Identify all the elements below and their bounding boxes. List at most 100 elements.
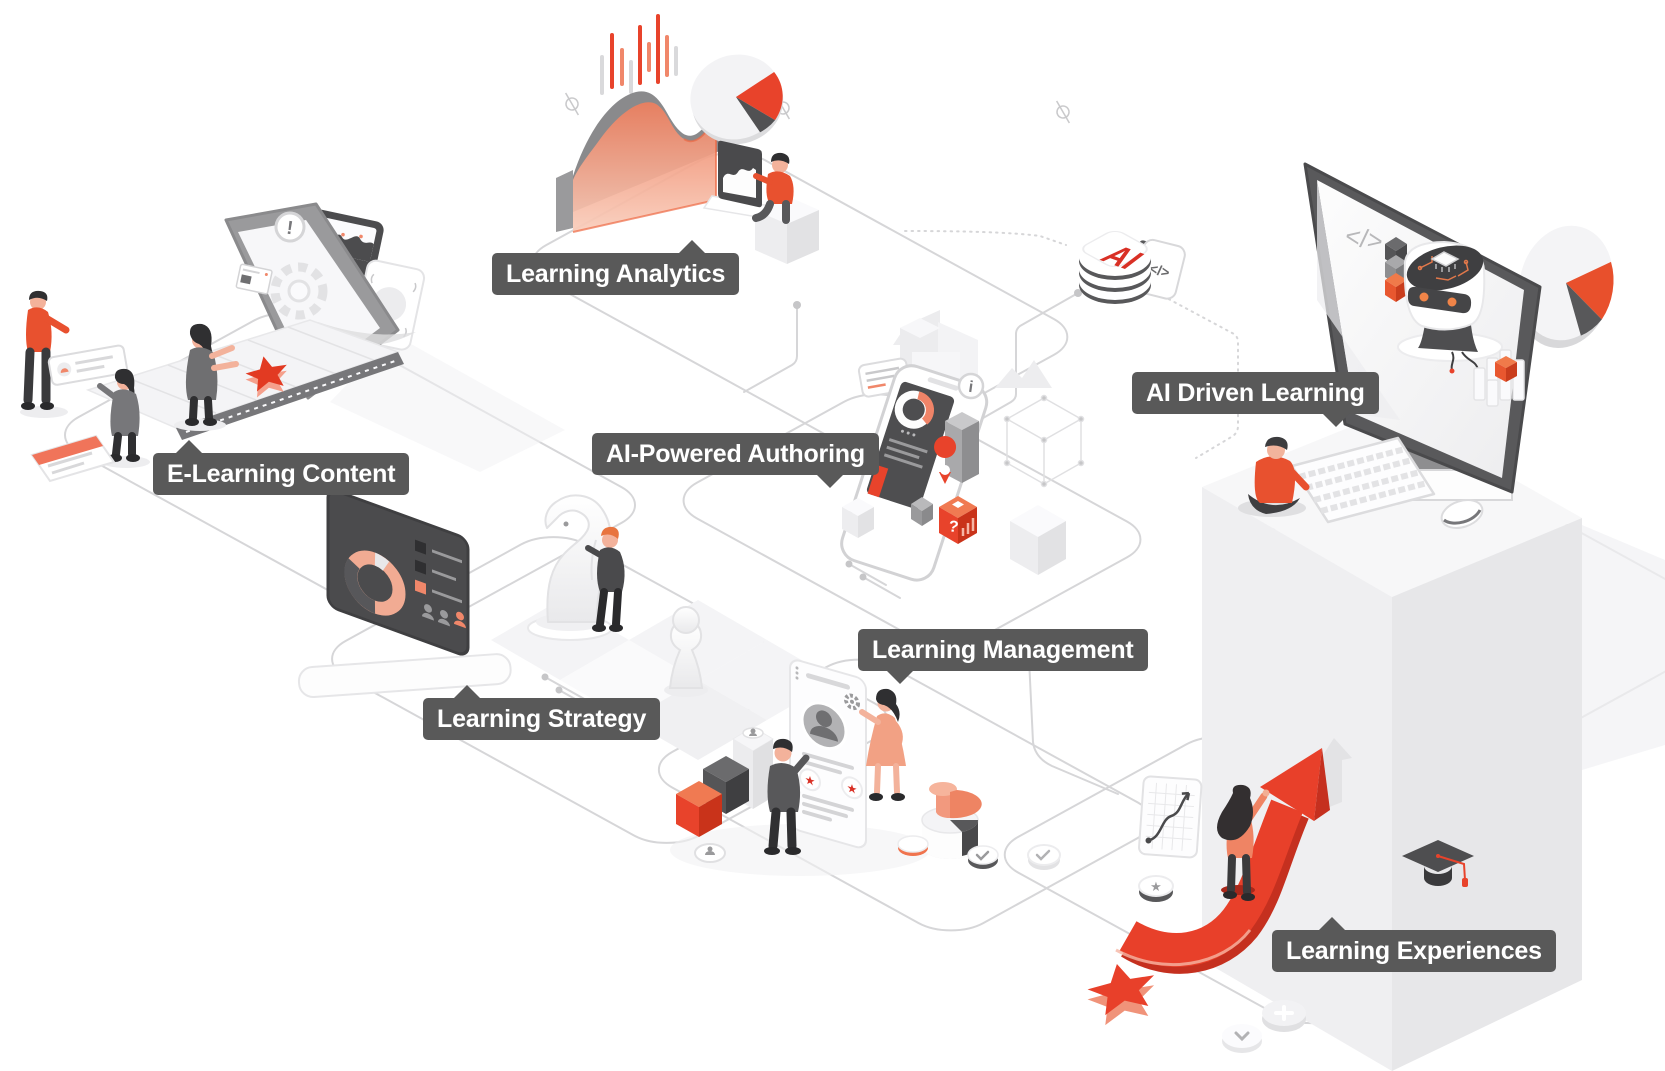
scene-learning-strategy — [297, 489, 836, 760]
robot-head-top — [1406, 245, 1484, 291]
rating-star-badge: ★ — [799, 768, 821, 792]
screen-chart — [723, 168, 756, 198]
person-sitting-at-desk — [1238, 436, 1310, 517]
circuit-dot — [541, 673, 549, 681]
scene-ai-powered-authoring: ? i — [840, 310, 1066, 582]
pie-chart — [690, 54, 784, 145]
chess-pawn — [664, 606, 708, 697]
plus-coin — [1262, 1000, 1306, 1032]
question-cube: ? — [939, 496, 977, 544]
star-coin: ★ — [1138, 875, 1174, 902]
label-learning-strategy: Learning Strategy — [423, 685, 661, 740]
user-icons — [422, 604, 450, 627]
bar-chart-3d — [1473, 349, 1525, 407]
small-gray-cube — [911, 497, 933, 526]
robot-eye — [1447, 297, 1457, 307]
rating-star-badge: ★ — [841, 776, 863, 800]
tablet-conveyor — [85, 202, 416, 440]
circuit-line — [544, 676, 589, 702]
gear-hole — [287, 279, 311, 303]
robot-eye — [1419, 292, 1429, 302]
dotted-connector-to-ai-chip — [904, 230, 1067, 246]
label-text: AI Driven Learning — [1146, 379, 1365, 407]
label-text: Learning Management — [872, 636, 1134, 664]
person-on-arrow-female — [1217, 784, 1270, 901]
check-coin — [967, 845, 999, 869]
label-elearning-content: E-Learning Content — [153, 440, 410, 495]
mountain-sketch — [995, 360, 1052, 388]
location-pin-icon — [934, 436, 957, 484]
label-text: Learning Strategy — [437, 705, 647, 733]
label-learning-experiences: Learning Experiences — [1272, 917, 1556, 972]
browser-window-sketch — [235, 263, 273, 295]
gear-icon — [270, 262, 328, 320]
asterisk-icon — [564, 92, 580, 116]
cube-seat-right — [787, 210, 819, 264]
robot — [1397, 240, 1503, 374]
content-card — [47, 344, 128, 386]
laptop-base — [297, 653, 512, 698]
label-text: Learning Experiences — [1286, 937, 1542, 965]
keyboard — [1290, 436, 1436, 524]
svg-text:i: i — [967, 379, 974, 396]
cube-stack — [1385, 237, 1407, 302]
circuit-dot — [555, 686, 563, 694]
code-sketch-on-screen: </> — [1343, 220, 1385, 256]
plus-icon — [1274, 1005, 1294, 1021]
orange-tile — [897, 835, 929, 856]
asterisk-icon — [1055, 100, 1071, 124]
exclamation-icon: ! — [274, 211, 306, 243]
chess-knight — [527, 494, 613, 641]
connector-ai-chip-to-authoring — [949, 292, 1079, 438]
mouse — [1440, 499, 1484, 529]
check-icon — [1035, 849, 1051, 861]
svg-text:!: ! — [285, 218, 294, 240]
diamond-icon — [952, 501, 964, 508]
conveyor-planks — [127, 326, 377, 414]
floor-card — [30, 434, 116, 483]
user-tile — [694, 843, 726, 863]
svg-text:★: ★ — [847, 780, 858, 797]
white-cube — [1010, 505, 1066, 575]
circuit-traces — [1417, 256, 1469, 281]
cube-seat-left — [755, 210, 787, 264]
connector-dot — [793, 301, 801, 309]
floor-shadow — [330, 335, 565, 472]
belt-treads — [185, 359, 399, 433]
label-learning-analytics: Learning Analytics — [492, 240, 740, 295]
side-pie-chart — [1517, 225, 1614, 349]
circuit-line — [848, 563, 887, 586]
analyst-at-laptop — [702, 140, 819, 264]
growth-arrow-ribbon — [1115, 748, 1330, 974]
cube-shadow — [1582, 525, 1665, 770]
star-icon: ★ — [1150, 879, 1162, 894]
connector-dot — [1074, 289, 1082, 297]
connector-analytics-to-strategy — [743, 304, 798, 393]
connector-management-to-experiences — [1027, 637, 1119, 795]
label-learning-management: Learning Management — [858, 629, 1148, 671]
chevron-down-icon — [1234, 1031, 1250, 1042]
scene-learning-management: ★ ★ — [670, 659, 999, 876]
graduation-cap-icon — [1402, 840, 1474, 887]
mini-bars — [961, 518, 975, 536]
chip-icon — [1430, 251, 1460, 272]
circuit-dot — [859, 573, 867, 581]
circuit-dot — [845, 560, 853, 568]
down-arrow-coin — [1222, 1024, 1262, 1053]
person-presenting-female — [174, 323, 239, 431]
strategy-laptop — [297, 489, 512, 698]
profile-card: ★ ★ — [789, 659, 867, 849]
cylinder-pie-chart — [921, 782, 982, 859]
question-mark: ? — [947, 518, 959, 536]
svg-text:</>: </> — [1148, 260, 1172, 280]
hair — [1217, 784, 1253, 841]
info-icon: i — [957, 372, 985, 400]
person-pointing-male — [764, 738, 810, 855]
label-text: AI-Powered Authoring — [606, 440, 865, 468]
svg-text:★: ★ — [805, 772, 816, 789]
candlestick-bars — [600, 14, 678, 95]
person-presenting-female-dress — [859, 688, 906, 801]
growth-grid-chart — [1138, 775, 1203, 859]
